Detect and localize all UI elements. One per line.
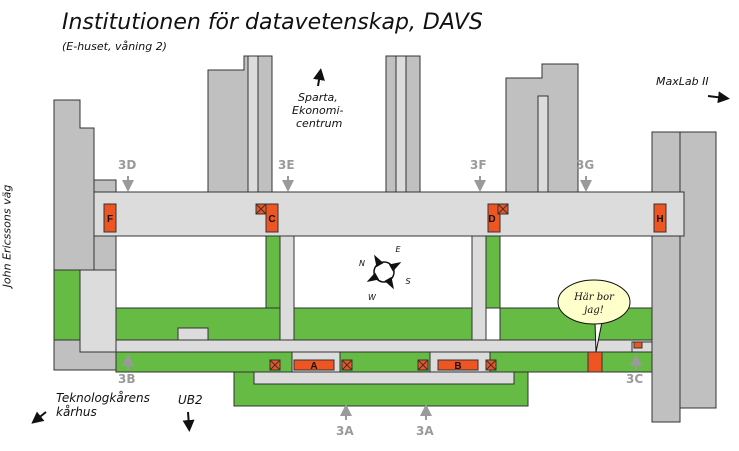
compass-e: E [395, 245, 401, 254]
bubble-line-1: Här bor [573, 292, 615, 303]
entrance-3d: 3D [118, 158, 137, 172]
entrance-3a-right: 3A [416, 424, 434, 438]
sparta-label-3: centrum [296, 117, 343, 130]
arrow-tekno-icon [31, 411, 47, 424]
tekno-label-2: kårhus [56, 405, 97, 419]
stair-label-d: D [488, 214, 495, 225]
stair-label-a: A [310, 361, 317, 372]
stair-label-f: F [107, 214, 113, 225]
elevator-b2 [485, 359, 497, 371]
compass-s: S [405, 277, 410, 286]
elevator-a1 [269, 359, 281, 371]
sparta-label-2: Ekonomi- [292, 104, 344, 117]
elevator-d [497, 203, 509, 215]
compass-rose-icon: N E S W [359, 245, 411, 302]
elevator-a2 [341, 359, 353, 371]
elevator-b1 [417, 359, 429, 371]
entrance-3g: 3G [576, 158, 595, 172]
entrance-3a-left: 3A [336, 424, 354, 438]
arrow-sparta-icon [313, 68, 325, 87]
stairwells [103, 203, 667, 373]
compass-n: N [359, 259, 365, 268]
ub2-label: UB2 [178, 393, 203, 407]
entrance-3b: 3B [118, 372, 136, 386]
tekno-label-1: Teknologkårens [56, 391, 150, 405]
compass-w: W [368, 293, 377, 302]
maxlab-label: MaxLab II [656, 75, 709, 88]
entrance-3c: 3C [626, 372, 644, 386]
sparta-label-1: Sparta, [298, 91, 338, 104]
stair-label-c: C [268, 214, 275, 225]
entrance-3e: 3E [278, 158, 295, 172]
bubble-line-2: jag! [582, 305, 603, 316]
entrance-3f: 3F [470, 158, 487, 172]
corridors [79, 55, 685, 385]
stair-label-h: H [656, 214, 663, 225]
arrow-maxlab-icon [707, 91, 730, 104]
stair-label-b: B [454, 361, 461, 372]
speech-bubble: Här bor jag! [557, 279, 631, 353]
elevator-c [255, 203, 267, 215]
john-ericssons-label: John Ericssons väg [0, 184, 14, 288]
elevators [255, 203, 509, 371]
map-title: Institutionen för datavetenskap, DAVS [62, 10, 483, 35]
arrow-ub2-icon [182, 411, 195, 432]
map-subtitle: (E-huset, våning 2) [62, 40, 167, 53]
